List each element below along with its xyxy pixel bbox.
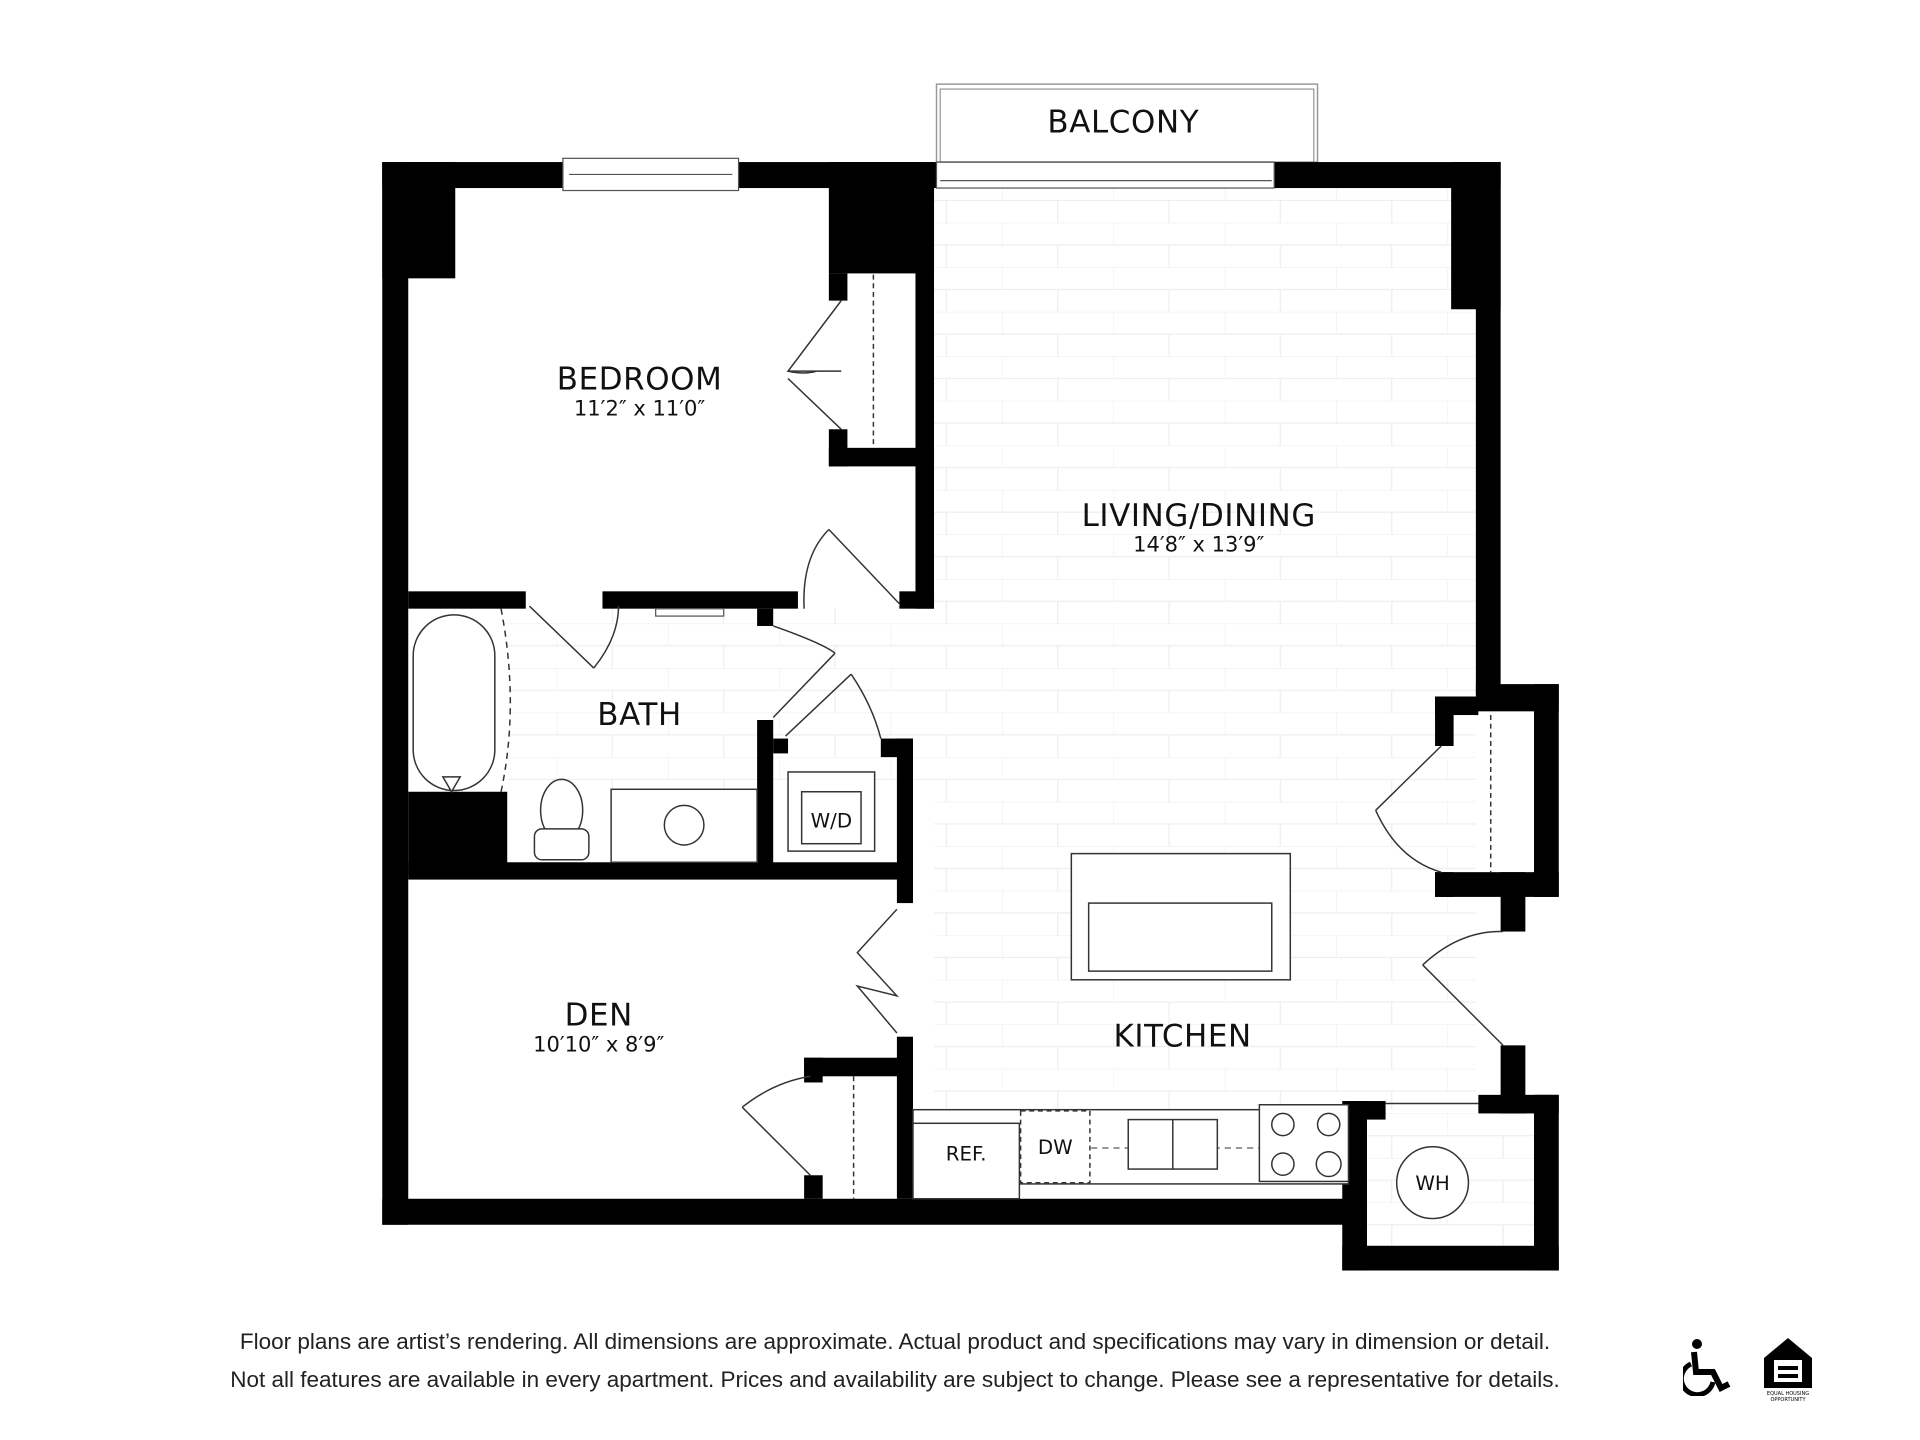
- bedroom-dimensions: 11′2″ x 11′0″: [574, 396, 705, 421]
- wd-label: W/D: [811, 810, 852, 833]
- bedroom-label: BEDROOM: [557, 362, 723, 398]
- svg-text:EQUAL HOUSING: EQUAL HOUSING: [1767, 1391, 1809, 1397]
- den-dimensions: 10′10″ x 8′9″: [533, 1032, 664, 1057]
- fixtures: [412, 614, 1470, 1220]
- dw-label: DW: [1038, 1136, 1073, 1159]
- room-labels: BALCONY BEDROOM 11′2″ x 11′0″ LIVING/DIN…: [533, 104, 1450, 1195]
- sink: [663, 804, 705, 846]
- wh-label: WH: [1415, 1172, 1449, 1195]
- den-label: DEN: [565, 998, 633, 1034]
- svg-text:OPPORTUNITY: OPPORTUNITY: [1770, 1397, 1806, 1402]
- living-dimensions: 14′8″ x 13′9″: [1133, 532, 1264, 557]
- balcony-label: BALCONY: [1047, 104, 1199, 140]
- wheelchair-icon: [1683, 1339, 1731, 1396]
- dishwasher: [1019, 1110, 1091, 1184]
- walls: [382, 162, 1559, 1271]
- equal-housing-icon: EQUAL HOUSING OPPORTUNITY: [1764, 1338, 1812, 1402]
- tub-drain-icon: [441, 776, 462, 794]
- bath-label: BATH: [597, 697, 682, 733]
- ref-label: REF.: [946, 1142, 987, 1165]
- disclaimer-line-1: Floor plans are artist’s rendering. All …: [239, 1329, 1551, 1354]
- windows: [562, 157, 1275, 617]
- disclaimer-line-2: Not all features are available in every …: [230, 1367, 1560, 1392]
- living-label: LIVING/DINING: [1082, 498, 1316, 534]
- water-heater: [1395, 1146, 1470, 1220]
- kitchen-label: KITCHEN: [1114, 1019, 1252, 1055]
- bathtub: [412, 614, 496, 792]
- doors: [500, 274, 1504, 1199]
- bath-floor: [507, 608, 935, 792]
- refrigerator: [912, 1122, 1021, 1200]
